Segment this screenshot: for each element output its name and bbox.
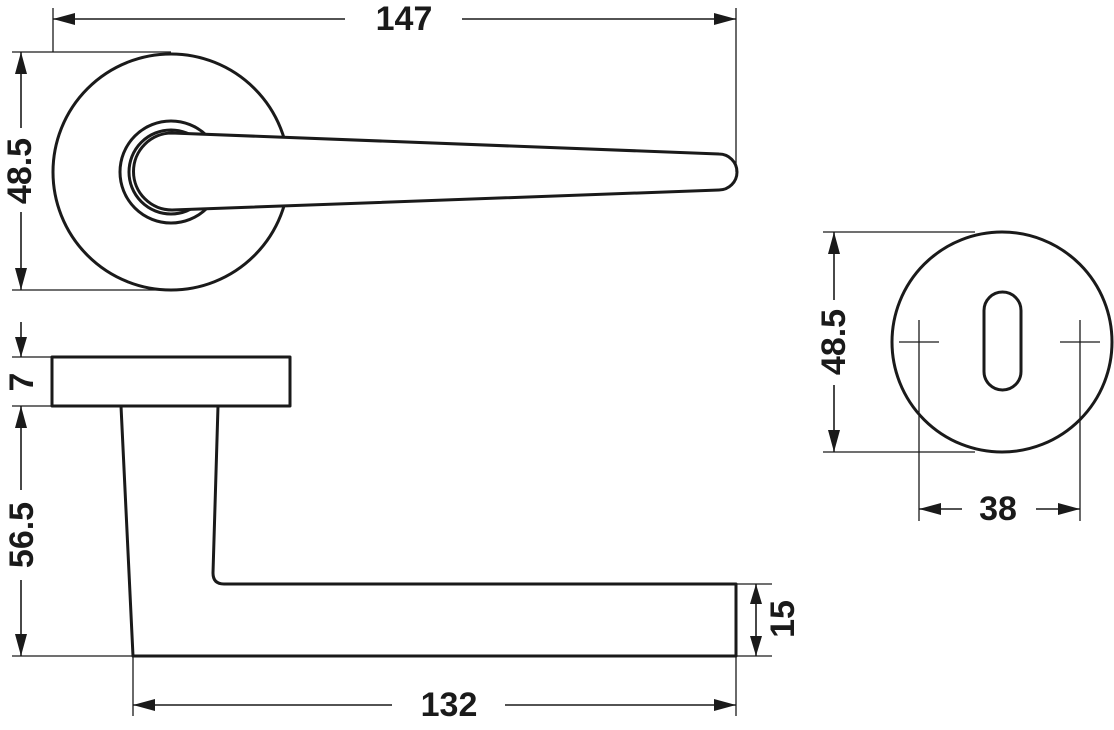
arrowhead-right — [1058, 503, 1080, 515]
lever-top-outline — [132, 131, 739, 212]
arrowhead-top — [15, 337, 27, 357]
dim-label-lever-depth: 15 — [764, 600, 802, 638]
escutcheon-view — [890, 230, 1114, 454]
arrowhead-right — [714, 699, 736, 711]
arrowhead-top — [15, 406, 27, 428]
dim-lever-depth: 15 — [736, 583, 802, 657]
dim-escutcheon-diameter: 48.5 — [815, 231, 975, 453]
lever-side-outline — [119, 404, 738, 658]
escutcheon-outline — [890, 230, 1114, 454]
arrowhead-top — [750, 584, 762, 604]
dim-rose-diameter: 48.5 — [1, 51, 171, 291]
dim-label-rose-thickness: 7 — [3, 373, 41, 392]
dim-label-rose-diameter: 48.5 — [1, 138, 39, 204]
top-view — [51, 52, 739, 292]
keyhole-slot — [982, 290, 1023, 392]
dim-rose-thickness: 7 — [3, 322, 52, 407]
arrowhead-bottom — [15, 268, 27, 290]
arrowhead-left — [919, 503, 941, 515]
arrowhead-right — [714, 13, 736, 25]
dim-label-lever-length: 147 — [376, 0, 433, 38]
arrowhead-top — [15, 52, 27, 74]
arrowhead-bottom — [15, 634, 27, 656]
arrowhead-left — [53, 13, 75, 25]
arrowhead-bottom — [750, 636, 762, 656]
dim-label-lever-projection: 56.5 — [3, 502, 41, 568]
dim-label-escutcheon-centers: 38 — [979, 490, 1017, 528]
arrowhead-left — [133, 699, 155, 711]
dim-lever-projection: 56.5 — [3, 406, 133, 657]
dim-escutcheon-centers: 38 — [918, 370, 1081, 528]
arrowhead-bottom — [828, 430, 840, 452]
dim-label-lever-reach: 132 — [421, 686, 478, 724]
side-view — [50, 355, 738, 658]
dim-lever-length: 147 — [52, 0, 737, 172]
dim-lever-reach: 132 — [132, 656, 737, 724]
rose-side-profile — [50, 355, 292, 408]
arrowhead-top — [828, 232, 840, 254]
dim-label-escutcheon-diameter: 48.5 — [815, 309, 853, 375]
